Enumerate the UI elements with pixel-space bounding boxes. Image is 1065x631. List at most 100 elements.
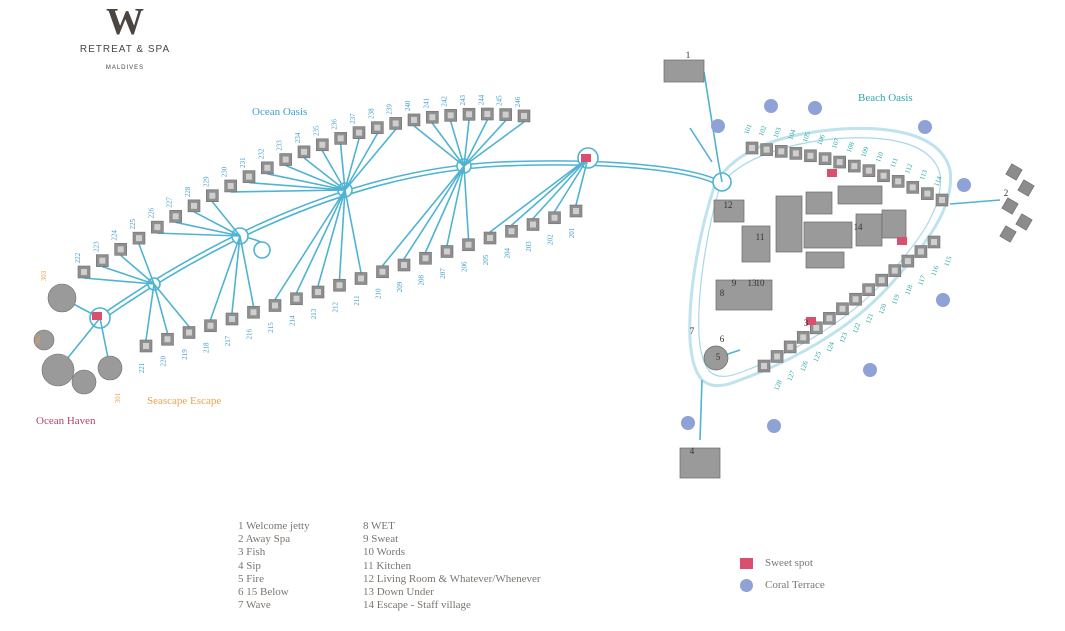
walkway <box>145 283 155 341</box>
villa-number: 301 <box>114 392 122 403</box>
haven-villa <box>41 353 75 387</box>
walkway <box>317 189 346 287</box>
walkway <box>138 243 155 285</box>
villa-number: 219 <box>181 349 189 360</box>
ocean-villa <box>279 153 292 166</box>
facility-number: 6 <box>720 334 725 344</box>
villa-number: 207 <box>439 268 447 279</box>
haven-villa <box>33 329 55 351</box>
haven-villa <box>97 355 123 381</box>
villa-number: 222 <box>74 252 82 263</box>
legend-item: 6 15 Below <box>238 586 289 599</box>
villa-number: 238 <box>367 108 375 119</box>
coral-terrace-marker <box>767 419 781 433</box>
walkway <box>231 235 241 314</box>
ocean-villa <box>376 265 389 279</box>
walkway <box>689 127 713 163</box>
main-walkway <box>99 160 723 317</box>
villa-number: 226 <box>147 207 155 218</box>
villa-number: 202 <box>547 234 555 245</box>
walkway <box>344 138 360 191</box>
beach-villa <box>914 245 928 258</box>
walkway <box>157 232 241 237</box>
walkway <box>211 201 241 237</box>
beach-villa <box>770 350 784 363</box>
walkway <box>463 119 489 167</box>
villa-number: 120 <box>877 302 888 315</box>
ocean-villa <box>225 312 239 326</box>
villa-number: 214 <box>289 315 297 326</box>
villa-number: 244 <box>477 94 485 105</box>
ocean-villa <box>505 224 518 238</box>
villa-number: 103 <box>772 126 783 139</box>
facility-number: 13 <box>748 278 758 288</box>
legend-item: 8 WET <box>363 520 395 532</box>
ocean-villa <box>151 220 164 234</box>
villa-number: 211 <box>353 295 361 306</box>
walkway <box>344 133 379 191</box>
zone-label-beach-oasis: Beach Oasis <box>858 92 913 104</box>
sweet-spot-marker <box>581 154 591 162</box>
villa-number: 240 <box>404 100 412 111</box>
beach-villa <box>757 359 771 373</box>
villa-number: 221 <box>138 362 146 373</box>
ocean-villa <box>481 107 494 121</box>
zone-label-ocean-oasis: Ocean Oasis <box>252 106 307 118</box>
villa-number: 215 <box>267 322 275 333</box>
key-coral-terrace: Coral Terrace <box>740 574 825 596</box>
villa-number: 234 <box>294 132 302 143</box>
ocean-villa <box>182 326 196 339</box>
villa-number: 233 <box>276 140 284 151</box>
sweet-spot-marker <box>806 317 816 325</box>
spa-pavilion <box>1015 213 1033 231</box>
villa-number: 223 <box>92 241 100 252</box>
spa-pavilion <box>999 225 1017 243</box>
legend-item: 13 Down Under <box>363 586 434 599</box>
beach-villa <box>836 302 849 316</box>
spa-pavilion <box>1005 163 1023 181</box>
beach-villa <box>818 152 832 165</box>
walkway <box>209 235 241 321</box>
beach-villa <box>804 149 817 163</box>
walkway <box>463 120 507 167</box>
haven-villa <box>47 283 77 313</box>
legend-item: 4 Sip <box>238 559 261 572</box>
facility-number: 1 <box>686 50 691 60</box>
walkway <box>344 128 397 191</box>
building-kitchen <box>741 225 771 263</box>
villa-number: 101 <box>743 123 754 136</box>
key-coral-terrace-label: Coral Terrace <box>765 579 825 591</box>
walkway <box>463 165 470 239</box>
staff-village-block <box>837 185 883 205</box>
villa-number: 230 <box>221 166 229 177</box>
facility-number: 5 <box>716 352 721 362</box>
walkway <box>303 157 346 191</box>
walkway-away-spa <box>949 199 1001 205</box>
walkway <box>431 122 465 167</box>
ocean-villa <box>242 170 256 183</box>
villa-number: 227 <box>166 197 174 208</box>
ocean-villa <box>483 231 497 245</box>
villa-number: 213 <box>310 308 318 319</box>
villa-number: 236 <box>331 119 339 130</box>
ocean-villa <box>161 332 174 346</box>
walkway <box>553 157 589 213</box>
walkway <box>120 254 155 285</box>
villa-number: 225 <box>129 218 137 229</box>
zone-label-seascape-escape: Seascape Escape <box>147 395 221 407</box>
walkway <box>295 189 346 294</box>
ocean-villa <box>297 145 311 159</box>
walkway <box>193 211 241 237</box>
beach-villa <box>833 155 846 169</box>
villa-number: 128 <box>773 379 784 392</box>
ocean-villa <box>371 121 384 134</box>
villas <box>33 107 949 395</box>
facility-number: 11 <box>756 232 765 242</box>
villa-number: 216 <box>246 329 254 340</box>
walkway <box>403 165 465 260</box>
ocean-villa <box>334 132 347 145</box>
walkway <box>285 164 346 191</box>
villa-number: 116 <box>930 264 941 277</box>
villa-number: 218 <box>203 342 211 353</box>
